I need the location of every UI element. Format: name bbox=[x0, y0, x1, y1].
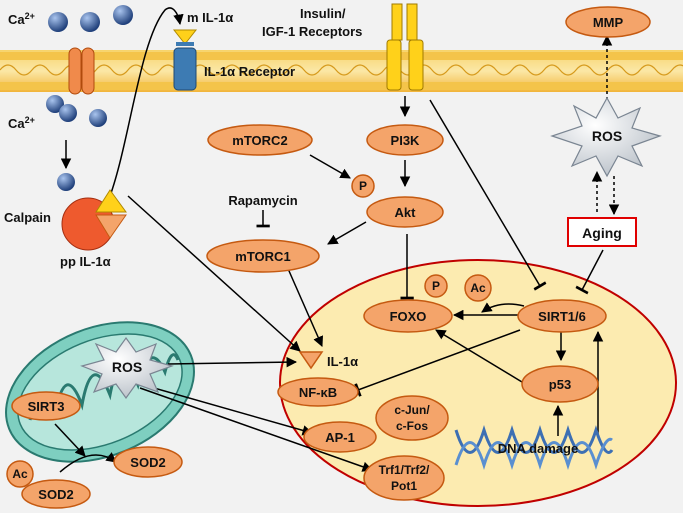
rapamycin-label: Rapamycin bbox=[228, 193, 297, 208]
calcium-channel bbox=[68, 47, 95, 95]
m-il1a-label: m IL-1α bbox=[187, 10, 233, 25]
insulin-igf1-receptors bbox=[386, 3, 424, 91]
node-nfkb: NF-κB bbox=[277, 377, 359, 407]
il1a-nuclear-label: IL-1α bbox=[327, 354, 358, 369]
svg-text:Ca2+: Ca2+ bbox=[8, 115, 35, 131]
ros-top-label: ROS bbox=[592, 128, 622, 144]
aging-label: Aging bbox=[582, 225, 622, 241]
il1a-receptor bbox=[172, 29, 198, 91]
p-akt-label: P bbox=[359, 179, 367, 193]
node-foxo: FOXO bbox=[363, 299, 453, 333]
mitochondrion bbox=[5, 321, 195, 463]
insulin-label-line1: Insulin/ bbox=[300, 6, 346, 21]
cjun-line2-label: c-Fos bbox=[396, 419, 428, 433]
il1a-receptor-label: IL-1α Receptor bbox=[204, 64, 295, 79]
ap1-label: AP-1 bbox=[325, 430, 355, 445]
sirt16-label: SIRT1/6 bbox=[538, 309, 586, 324]
akt-label: Akt bbox=[395, 205, 417, 220]
ros-burst-mito: ROS bbox=[80, 336, 174, 400]
p-foxo-label: P bbox=[432, 279, 440, 293]
node-pi3k: PI3K bbox=[366, 124, 444, 156]
node-trf-pot1: Trf1/Trf2/ Pot1 bbox=[363, 455, 445, 501]
sirt3-label: SIRT3 bbox=[28, 399, 65, 414]
node-mtorc2: mTORC2 bbox=[207, 124, 313, 156]
node-p53: p53 bbox=[521, 365, 599, 403]
node-sirt16: SIRT1/6 bbox=[517, 299, 607, 333]
foxo-label: FOXO bbox=[390, 309, 427, 324]
node-akt: Akt bbox=[366, 196, 444, 228]
node-sod2-left: SOD2 bbox=[21, 479, 91, 509]
svg-text:Ca2+: Ca2+ bbox=[8, 11, 35, 27]
mtorc1-label: mTORC1 bbox=[235, 249, 290, 264]
pathway-edges bbox=[54, 7, 620, 473]
ca-top-label: Ca bbox=[8, 12, 25, 27]
pi3k-label: PI3K bbox=[391, 133, 421, 148]
cell-membrane bbox=[0, 50, 683, 92]
calpain-label: Calpain bbox=[4, 210, 51, 225]
p53-label: p53 bbox=[549, 377, 571, 392]
trf-line1-label: Trf1/Trf2/ bbox=[379, 463, 430, 477]
calpain bbox=[61, 189, 127, 251]
node-p-foxo: P bbox=[424, 274, 448, 298]
node-sod2-right: SOD2 bbox=[113, 446, 183, 478]
node-ap1: AP-1 bbox=[303, 421, 377, 453]
dna-helix: DNA damage bbox=[454, 424, 614, 471]
insulin-label-line2: IGF-1 Receptors bbox=[262, 24, 362, 39]
ac-sod-label: Ac bbox=[12, 467, 28, 481]
calcium-ions bbox=[46, 5, 133, 191]
ac-foxo-label: Ac bbox=[470, 281, 486, 295]
node-mtorc1: mTORC1 bbox=[206, 239, 320, 273]
sod2-right-label: SOD2 bbox=[130, 455, 165, 470]
nfkb-label: NF-κB bbox=[299, 385, 337, 400]
node-mmp: MMP bbox=[565, 6, 651, 38]
mtorc2-label: mTORC2 bbox=[232, 133, 287, 148]
dna-damage-label: DNA damage bbox=[498, 441, 578, 456]
node-ac-foxo: Ac bbox=[464, 274, 492, 302]
pp-il1a-label: pp IL-1α bbox=[60, 254, 111, 269]
mmp-label: MMP bbox=[593, 15, 624, 30]
node-p-akt: P bbox=[351, 174, 375, 198]
ros-burst-top: ROS bbox=[550, 96, 662, 178]
ros-mito-label: ROS bbox=[112, 359, 142, 375]
sod2-left-label: SOD2 bbox=[38, 487, 73, 502]
node-ac-sod: Ac bbox=[6, 460, 34, 488]
cjun-line1-label: c-Jun/ bbox=[394, 403, 430, 417]
node-cjun-cfos: c-Jun/ c-Fos bbox=[375, 395, 449, 441]
aging-box: Aging bbox=[567, 217, 637, 247]
ca-mid-label: Ca bbox=[8, 116, 25, 131]
node-sirt3: SIRT3 bbox=[11, 391, 81, 421]
node-il1a-nuclear: IL-1α bbox=[298, 351, 358, 370]
trf-line2-label: Pot1 bbox=[391, 479, 417, 493]
